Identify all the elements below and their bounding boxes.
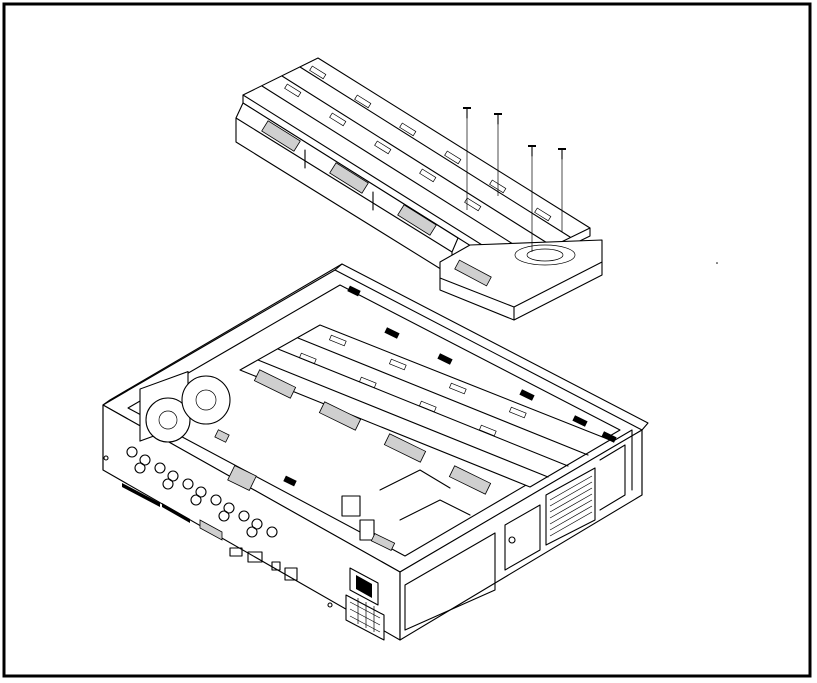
screw-icon	[494, 113, 502, 196]
stray-dot	[716, 262, 718, 264]
hdd-tray-assembly	[235, 57, 603, 321]
chassis	[102, 263, 649, 641]
screw-icon	[528, 145, 536, 252]
screw-icon	[463, 107, 471, 210]
fan-icon	[181, 375, 231, 425]
screw-icon	[558, 148, 566, 232]
power-socket-icon	[345, 567, 385, 641]
rear-connector-panel	[103, 446, 333, 608]
power-inlet	[345, 567, 385, 641]
drive-connector-row	[261, 120, 437, 236]
chassis-side-details	[404, 429, 633, 631]
fan-icon	[139, 370, 191, 443]
cooling-fans	[139, 370, 231, 443]
chassis-drive-bay	[239, 285, 617, 495]
mounting-screws	[463, 107, 566, 252]
motherboard	[214, 429, 471, 551]
connector-panel-icon	[103, 446, 333, 608]
